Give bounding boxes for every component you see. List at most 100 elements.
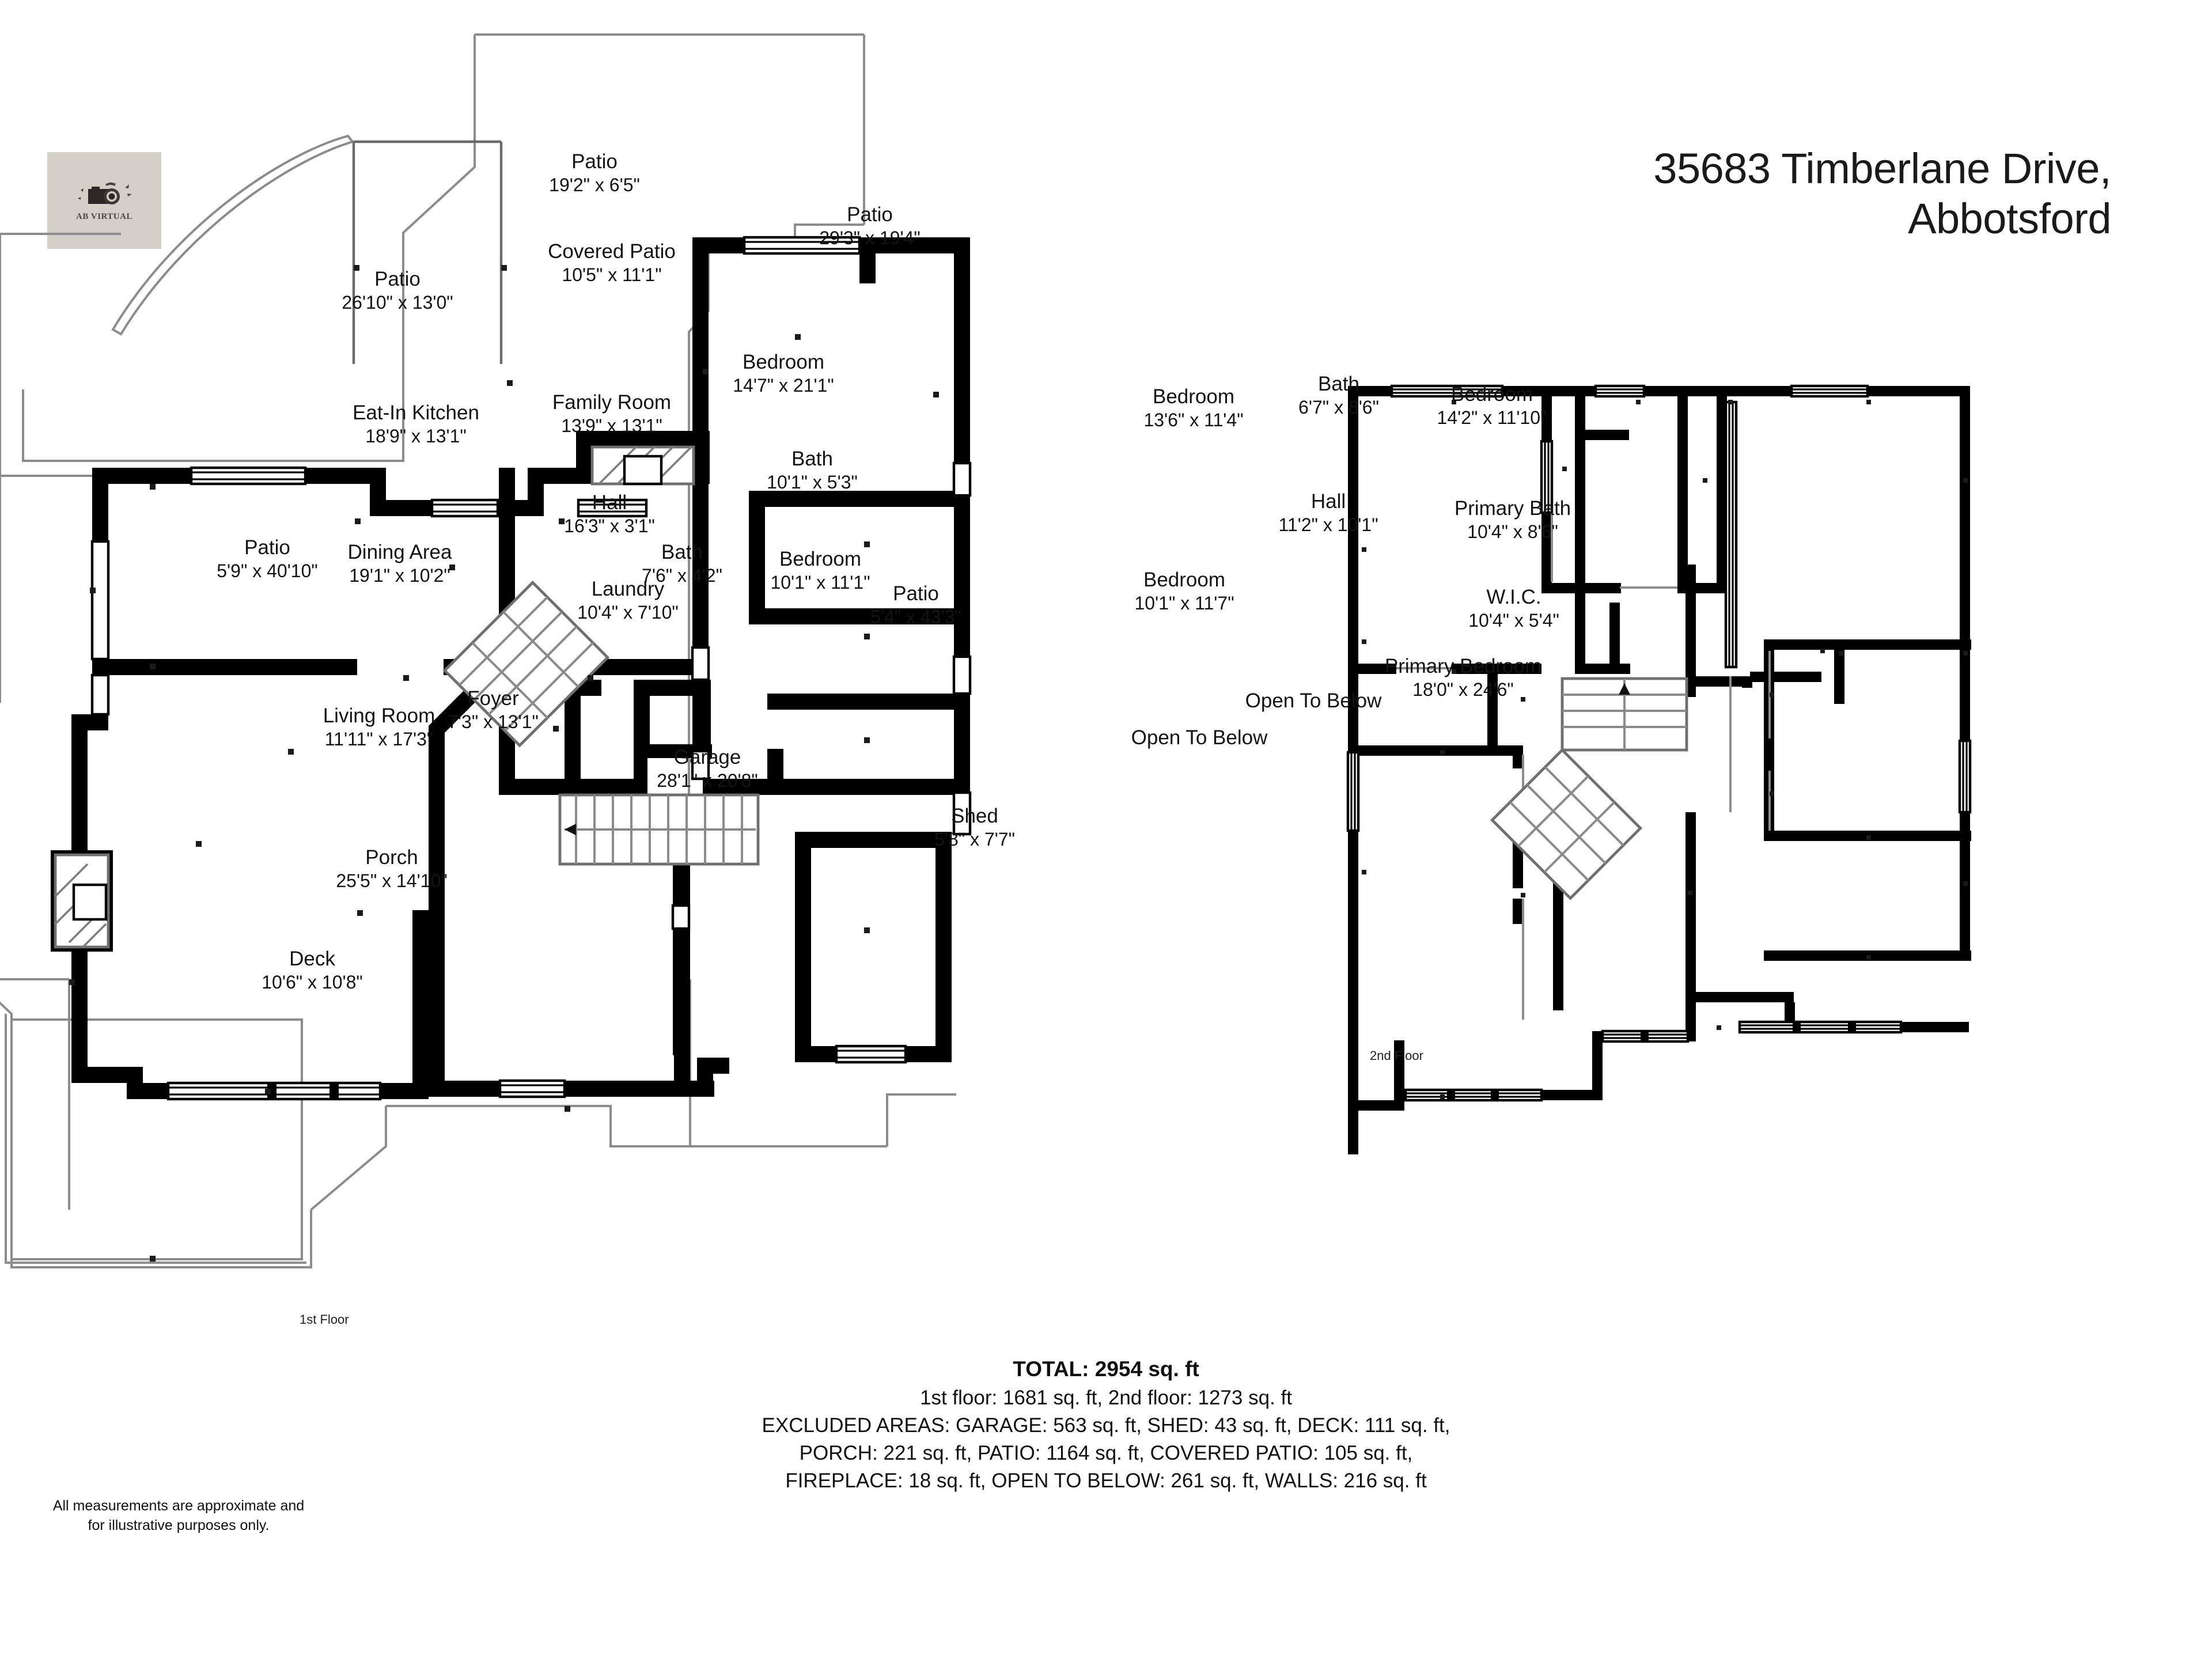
room-name: W.I.C. — [1486, 586, 1541, 608]
room-name: Bath — [661, 541, 703, 563]
room-name: Dining Area — [348, 541, 452, 563]
room-dimensions: 10'1" x 11'7" — [1134, 593, 1234, 613]
room-dimensions: 6'7" x 8'6" — [1298, 397, 1379, 418]
floor-areas: 1st floor: 1681 sq. ft, 2nd floor: 1273 … — [920, 1386, 1292, 1409]
room-dimensions: 10'5" x 11'1" — [562, 264, 661, 285]
room-dimensions: 7'6" x 4'2" — [642, 565, 722, 586]
room-dimensions: 13'6" x 11'4" — [1143, 410, 1243, 430]
area-summary: TOTAL: 2954 sq. ft 1st floor: 1681 sq. f… — [0, 1355, 2212, 1494]
excluded-areas-line-3: FIREPLACE: 18 sq. ft, OPEN TO BELOW: 261… — [785, 1469, 1427, 1492]
room-name: Garage — [674, 746, 741, 768]
room-name: Bedroom — [779, 548, 861, 570]
room-dimensions: 19'1" x 10'2" — [349, 565, 450, 586]
room-dimensions: 10'1" x 5'3" — [767, 472, 858, 493]
room-name: Hall — [592, 491, 627, 514]
room-dimensions: 14'2" x 11'10" — [1437, 407, 1547, 428]
total-area: TOTAL: 2954 sq. ft — [1013, 1357, 1199, 1381]
room-dimensions: 26'10" x 13'0" — [342, 292, 453, 313]
room-dimensions: 13'9" x 13'1" — [561, 415, 662, 436]
disclaimer: All measurements are approximate and for… — [35, 1497, 323, 1536]
brand-name: AB VIRTUAL — [76, 211, 132, 221]
room-name: Living Room — [323, 704, 435, 727]
room-name: Bedroom — [1143, 569, 1225, 591]
room-dimensions: 16'3" x 3'1" — [564, 516, 655, 536]
room-name: Deck — [289, 948, 335, 970]
room-dimensions: 5'8" x 7'7" — [934, 829, 1015, 850]
room-dimensions: 28'1" x 20'8" — [657, 770, 758, 791]
room-name: Porch — [365, 846, 418, 869]
room-name: Shed — [951, 805, 998, 827]
room-name: Eat-In Kitchen — [353, 402, 479, 424]
second-floor-caption: 2nd Floor — [1370, 1048, 1423, 1063]
first-floor-caption: 1st Floor — [300, 1312, 349, 1327]
room-dimensions: 18'9" x 13'1" — [365, 426, 467, 446]
room-dimensions: 10'4" x 7'10" — [577, 602, 679, 623]
room-dimensions: 10'4" x 5'4" — [1468, 610, 1559, 631]
room-dimensions: 14'7" x 21'1" — [733, 375, 834, 396]
room-name: Covered Patio — [548, 240, 676, 263]
title-line-2: Abbotsford — [1908, 194, 2111, 243]
room-name: Bedroom — [1451, 383, 1533, 406]
room-dimensions: 11'2" x 10'1" — [1278, 514, 1378, 535]
room-dimensions: 10'4" x 8'6" — [1467, 521, 1558, 542]
room-name: Bedroom — [1153, 385, 1234, 408]
room-name: Patio — [374, 268, 421, 290]
disclaimer-line-2: for illustrative purposes only. — [88, 1517, 270, 1533]
room-name: Foyer — [467, 687, 519, 710]
room-dimensions: 19'2" x 6'5" — [549, 175, 640, 195]
room-dimensions: 10'1" x 11'1" — [770, 572, 870, 593]
room-name: Patio — [847, 203, 893, 226]
room-name: Bath — [1318, 373, 1359, 395]
room-dimensions: 10'6" x 10'8" — [262, 972, 363, 993]
room-dimensions: 5'9" x 40'10" — [217, 560, 318, 581]
room-name: Hall — [1311, 490, 1346, 513]
room-dimensions: 7'3" x 13'1" — [448, 711, 539, 732]
room-name: Primary Bedroom — [1385, 655, 1541, 677]
room-name: Family Room — [552, 391, 671, 414]
camera-icon — [75, 180, 133, 210]
room-name: Patio — [244, 536, 290, 559]
room-name: Patio — [893, 582, 939, 605]
room-dimensions: 29'3" x 19'4" — [819, 228, 921, 248]
room-dimensions: 18'0" x 24'6" — [1412, 679, 1514, 700]
open-to-below-note: Open To Below — [1245, 690, 1382, 712]
room-dimensions: 5'4" x 43'3" — [870, 607, 961, 627]
room-name: Bath — [791, 448, 833, 470]
room-dimensions: 11'11" x 17'3" — [325, 729, 434, 749]
room-name: Primary Bath — [1455, 497, 1571, 520]
excluded-areas-line-1: EXCLUDED AREAS: GARAGE: 563 sq. ft, SHED… — [762, 1414, 1450, 1437]
disclaimer-line-1: All measurements are approximate and — [52, 1498, 305, 1514]
room-dimensions: 25'5" x 14'10" — [336, 870, 447, 891]
room-name: Patio — [571, 150, 618, 173]
